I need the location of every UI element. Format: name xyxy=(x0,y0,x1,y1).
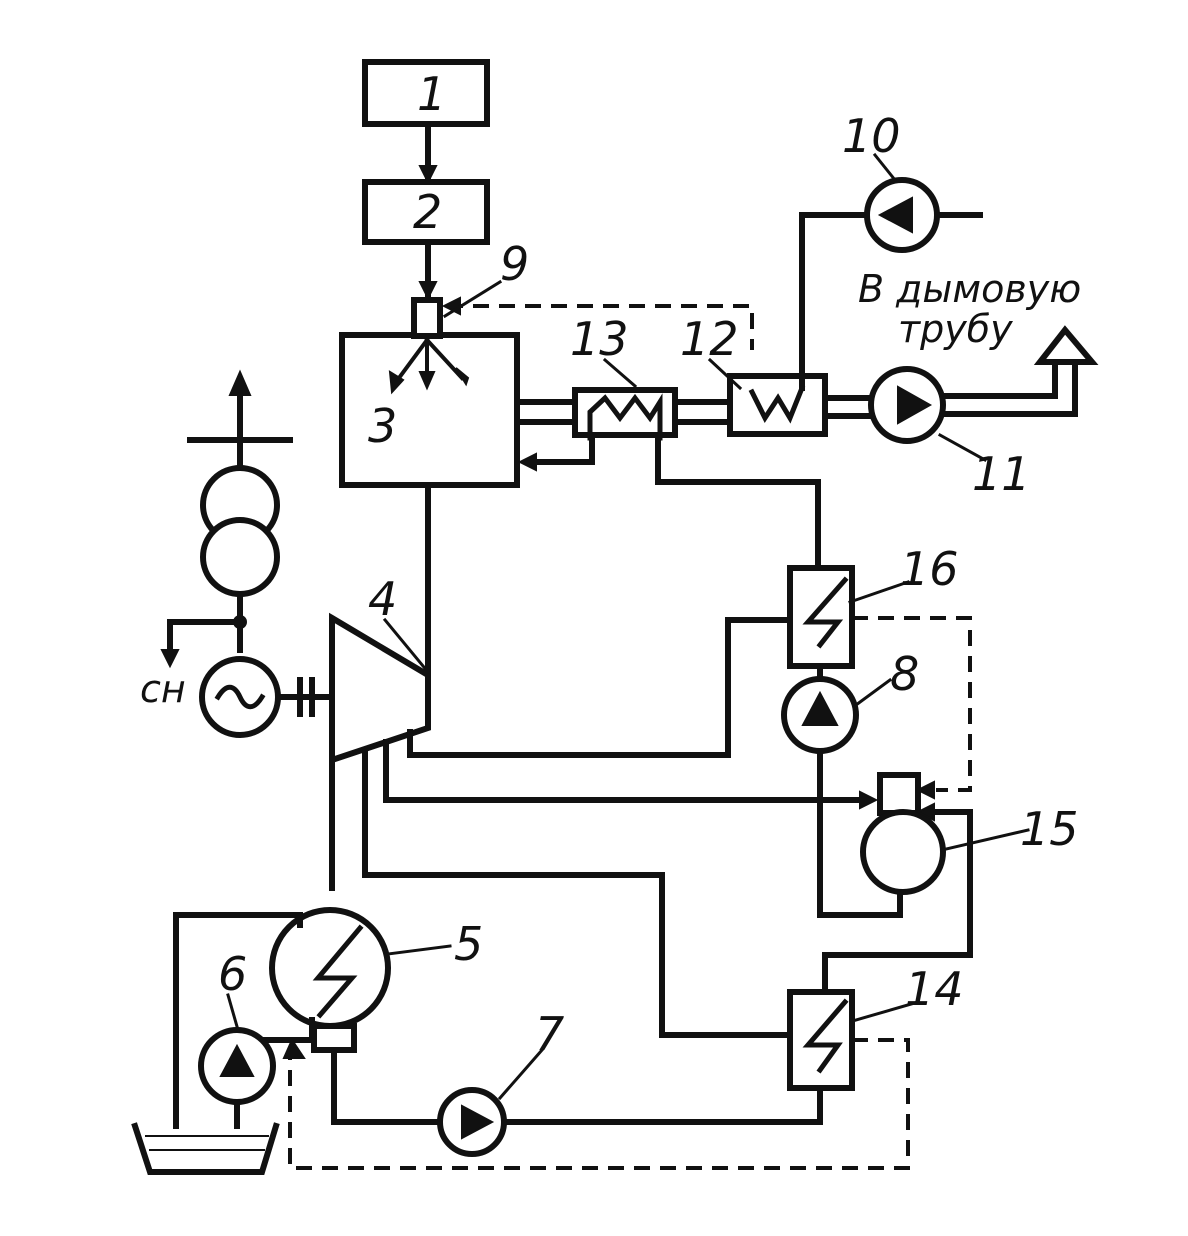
heater-14-drain-arrow xyxy=(282,1037,306,1059)
label-9: 9 xyxy=(500,237,529,291)
line-8-15 xyxy=(817,748,903,918)
economizer-12-coil xyxy=(748,384,806,424)
extraction-to-15 xyxy=(383,739,863,803)
condenser-5 xyxy=(269,907,391,1029)
transformer-lower xyxy=(200,517,280,597)
smoke-fan-11-arrow xyxy=(897,385,933,425)
line-14-15-arrow xyxy=(915,802,935,822)
heater-14-coil xyxy=(802,998,849,1074)
air-line-13-3 xyxy=(527,432,595,465)
label-5: 5 xyxy=(454,917,483,971)
aux-arrow xyxy=(160,649,180,669)
label-8: 8 xyxy=(890,647,919,701)
condenser-5-hotwell xyxy=(311,1023,357,1053)
air-fan-10-arrow xyxy=(877,196,913,234)
label-4: 4 xyxy=(368,572,397,626)
label-2: 2 xyxy=(413,185,442,239)
extraction-to-14 xyxy=(362,747,793,1038)
deaerator-15 xyxy=(860,809,946,895)
extraction-to-16 xyxy=(407,617,793,758)
feed-pump-8-arrow xyxy=(801,690,839,726)
leader-lines xyxy=(226,152,1030,1101)
air-arrow-3 xyxy=(517,452,537,472)
label-16: 16 xyxy=(900,542,959,596)
gas-duct-12-11 xyxy=(822,395,875,419)
label-12: 12 xyxy=(680,312,739,366)
aux-needs-label: сн xyxy=(140,667,186,711)
label-3: 3 xyxy=(368,399,397,453)
generator-coupling xyxy=(275,677,335,717)
line-14-15 xyxy=(822,809,973,993)
chimney-note-line1: В дымовую xyxy=(858,267,1081,311)
chimney-duct xyxy=(940,357,1078,417)
label-14: 14 xyxy=(905,962,964,1016)
arrow-head-1-2 xyxy=(418,165,438,185)
turbine-4 xyxy=(329,612,431,765)
arrow-head-2-9 xyxy=(418,281,438,301)
air-heater-13-coil xyxy=(587,393,663,441)
label-6: 6 xyxy=(218,947,247,1001)
gas-duct-13-12 xyxy=(672,399,733,425)
label-11: 11 xyxy=(972,447,1031,501)
label-13: 13 xyxy=(570,312,629,366)
condensate-line xyxy=(331,1047,823,1125)
label-1: 1 xyxy=(417,67,446,121)
deaerator-15-head xyxy=(877,772,921,816)
outlet-arrow xyxy=(228,369,252,396)
chimney-note-line2: трубу xyxy=(898,307,1013,351)
water-basin xyxy=(131,1122,280,1175)
cooling-water-out xyxy=(173,912,303,1129)
feed-line-13-16 xyxy=(655,432,821,571)
air-line-10-12 xyxy=(799,212,870,391)
water-basin-surface xyxy=(145,1135,269,1151)
heater-16-drain-arrow xyxy=(915,780,935,800)
aux-line xyxy=(167,619,243,653)
circulation-pump-6-arrow xyxy=(219,1043,255,1077)
label-15: 15 xyxy=(1020,802,1079,856)
cooling-water-in xyxy=(247,1017,315,1043)
label-10: 10 xyxy=(842,109,901,163)
generator-wave xyxy=(214,684,266,710)
burner-9 xyxy=(411,297,443,339)
heater-16-coil xyxy=(802,576,849,649)
burner-spray xyxy=(388,337,470,395)
heater-14-drain-dashed xyxy=(288,1038,910,1170)
condensate-pump-7-arrow xyxy=(461,1104,495,1140)
heater-16-drain-dashed xyxy=(852,616,972,792)
economizer-12 xyxy=(727,373,828,437)
chimney-arrow xyxy=(1033,325,1099,365)
label-7: 7 xyxy=(535,1007,564,1061)
gas-duct-3-13 xyxy=(514,399,578,425)
condenser-5-coil xyxy=(312,924,364,1019)
extraction-arrow-15 xyxy=(859,790,879,810)
